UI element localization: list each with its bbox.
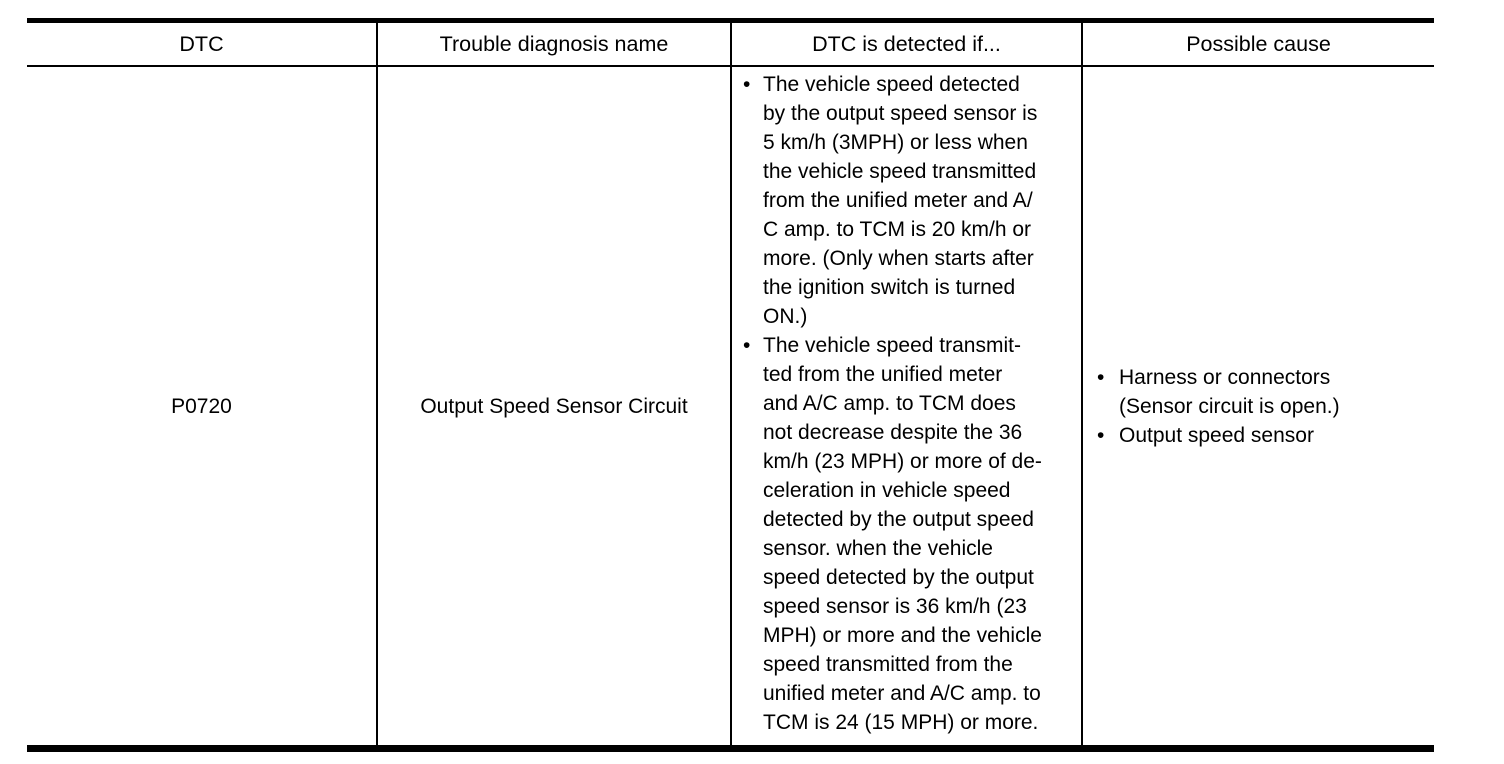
column-header-label: DTC is detected if...	[812, 31, 1001, 56]
cell-dtc-detected-if: • The vehicle speed detected by the outp…	[732, 67, 1083, 745]
bullet-icon: •	[743, 334, 751, 357]
dtc-code: P0720	[171, 394, 232, 418]
list-item: • The vehicle speed transmit- ted from t…	[743, 331, 1081, 737]
column-header-dtc-detected-if: DTC is detected if...	[732, 23, 1083, 65]
column-header-dtc: DTC	[27, 23, 378, 65]
table-header-row: DTC Trouble diagnosis name DTC is detect…	[27, 23, 1434, 67]
cell-dtc: P0720	[27, 67, 378, 745]
column-header-possible-cause: Possible cause	[1083, 23, 1434, 65]
column-header-label: Trouble diagnosis name	[439, 31, 669, 56]
possible-cause-2: Output speed sensor	[1119, 423, 1314, 447]
detected-if-condition-1: The vehicle speed detected by the output…	[763, 73, 1038, 328]
bullet-icon: •	[1097, 423, 1105, 447]
detected-if-condition-2: The vehicle speed transmit- ted from the…	[763, 334, 1042, 734]
list-item: • The vehicle speed detected by the outp…	[743, 70, 1081, 331]
bullet-icon: •	[743, 73, 751, 96]
trouble-diagnosis-name: Output Speed Sensor Circuit	[420, 394, 688, 418]
table-row: P0720 Output Speed Sensor Circuit • The …	[27, 67, 1434, 745]
column-header-trouble-diagnosis-name: Trouble diagnosis name	[378, 23, 732, 65]
column-header-label: DTC	[179, 31, 224, 56]
cell-possible-cause: • Harness or connectors (Sensor circuit …	[1083, 67, 1434, 745]
column-header-label: Possible cause	[1186, 31, 1331, 56]
list-item: • Harness or connectors (Sensor circuit …	[1097, 363, 1434, 421]
list-item: • Output speed sensor	[1097, 421, 1434, 450]
possible-cause-1: Harness or connectors (Sensor circuit is…	[1119, 365, 1340, 418]
cell-trouble-diagnosis-name: Output Speed Sensor Circuit	[378, 67, 732, 745]
dtc-table: DTC Trouble diagnosis name DTC is detect…	[27, 18, 1434, 752]
bullet-icon: •	[1097, 365, 1105, 389]
